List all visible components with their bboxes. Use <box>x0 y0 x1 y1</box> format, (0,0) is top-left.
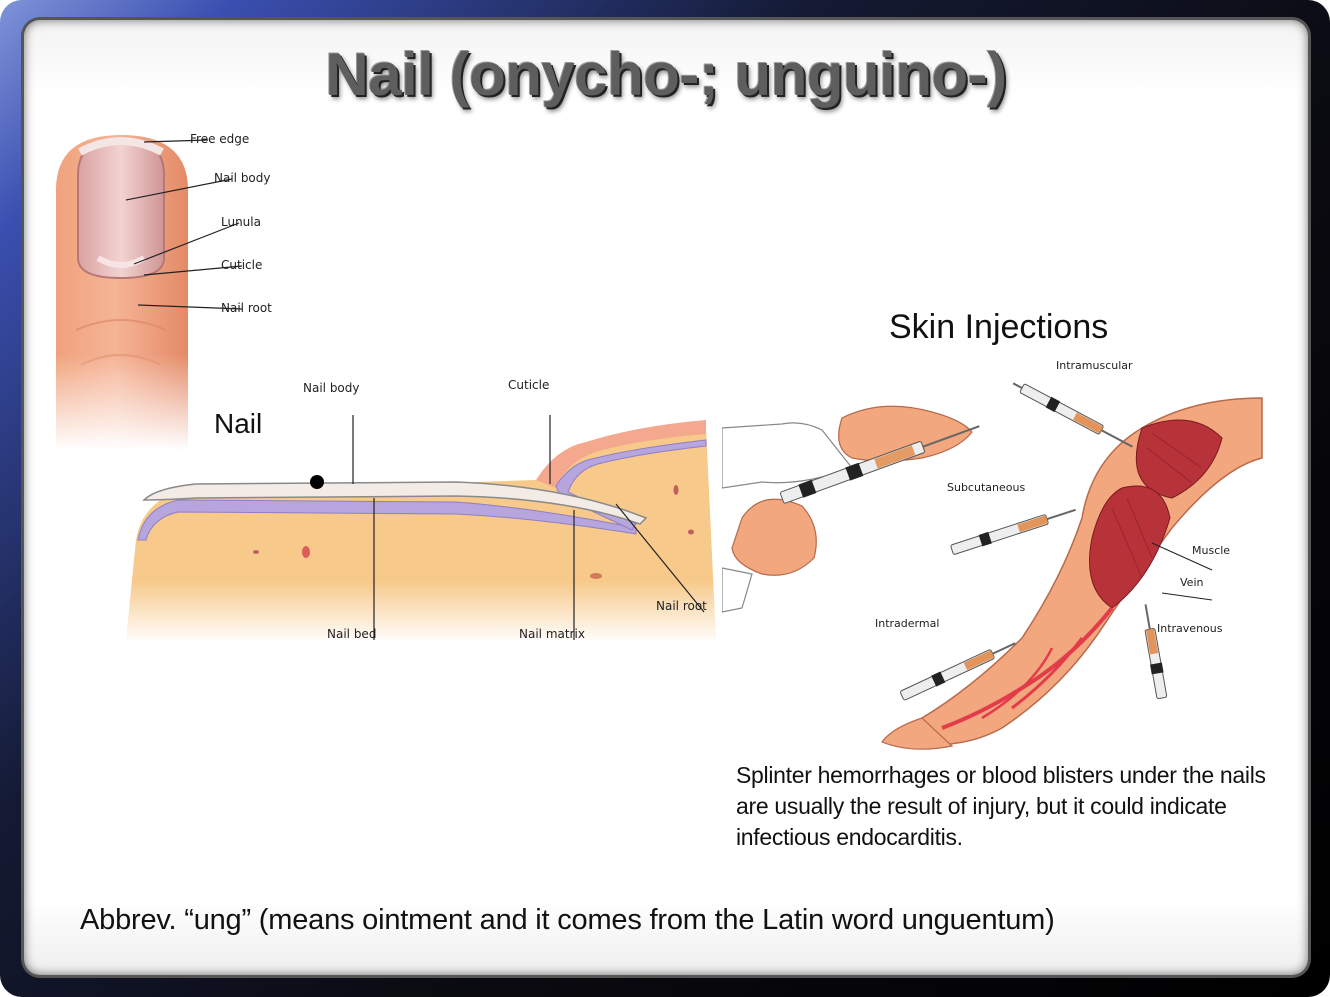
label-intramuscular: Intramuscular <box>1056 359 1133 372</box>
label-cuticle-finger: Cuticle <box>221 258 263 272</box>
label-intradermal: Intradermal <box>875 617 940 630</box>
label-nail-root-finger: Nail root <box>221 301 272 315</box>
label-intravenous: Intravenous <box>1157 622 1223 635</box>
label-nail-bed: Nail bed <box>327 627 377 641</box>
skin-injections-illustration <box>722 382 1263 750</box>
label-free-edge: Free edge <box>190 132 250 146</box>
label-lunula: Lunula <box>221 215 261 229</box>
splinter-note: Splinter hemorrhages or blood blisters u… <box>736 762 1266 850</box>
slide-title: Nail (onycho-; unguino-) <box>325 41 1007 108</box>
label-nail-matrix: Nail matrix <box>519 627 585 641</box>
label-cuticle: Cuticle <box>508 378 550 392</box>
nail-label: Nail <box>214 408 263 439</box>
finger-illustration <box>56 130 243 450</box>
label-nail-root: Nail root <box>656 599 707 613</box>
skin-injections-title: Skin Injections <box>889 308 1109 346</box>
nail-cross-section <box>116 400 716 640</box>
abbrev-note: Abbrev. “ung” (means ointment and it com… <box>80 904 1055 936</box>
label-nail-body: Nail body <box>303 381 360 395</box>
label-muscle: Muscle <box>1192 544 1231 557</box>
slide: Nail (onycho-; unguino-) <box>24 20 1308 975</box>
label-vein: Vein <box>1180 576 1204 589</box>
label-nail-body-finger: Nail body <box>214 171 271 185</box>
label-subcutaneous: Subcutaneous <box>947 481 1026 494</box>
